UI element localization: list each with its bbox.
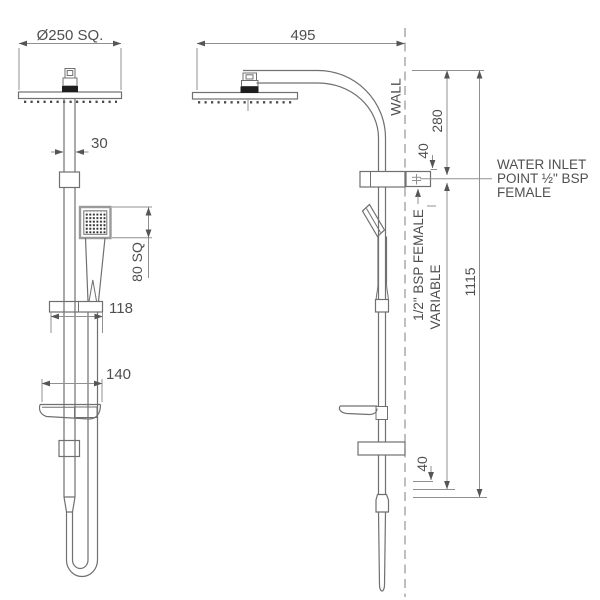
water-inlet-note: WATER INLET POINT ½" BSP FEMALE (497, 157, 589, 200)
head-connector-seal (62, 86, 78, 92)
soap-dish-side (338, 405, 388, 420)
wall-label: WALL (388, 78, 404, 116)
dim-handshower-label: 80 SQ (129, 242, 145, 282)
water-inlet-note-line2: POINT ½" BSP (497, 171, 589, 186)
soap-dish-clamp-side (375, 406, 388, 420)
hand-shower-side (361, 203, 389, 300)
hand-shower-nozzle-grid (84, 211, 106, 234)
riser-pipe-front (58, 98, 81, 513)
dim-280-label: 280 (429, 109, 445, 133)
front-view: Ø250 SQ. 30 80 SQ 118 140 (17, 27, 152, 578)
dim-bracket-width-label: 118 (109, 300, 133, 317)
front-dimensions: Ø250 SQ. 30 80 SQ 118 140 (18, 27, 152, 402)
dim-1115-label: 1115 (462, 267, 478, 296)
outlet-taper-front (63, 496, 76, 513)
inlet-thread-label: 1/2" BSP FEMALE (411, 209, 426, 321)
rain-head-side (191, 72, 299, 111)
cradle-bracket-side (374, 298, 390, 313)
side-dimensions: 495 280 40 1/2" BSP FEMALE VARIABLE 1115 (196, 27, 589, 498)
dim-pipe-width-label: 30 (91, 135, 108, 152)
pipe-bottom-tip (378, 584, 386, 592)
hose-outlet-block-front (58, 439, 81, 458)
pipe-collar-side (375, 493, 390, 513)
shower-hose-front (65, 312, 99, 578)
cradle-bracket-front (48, 300, 104, 313)
shower-arm-side (243, 69, 387, 139)
soap-dish-front (38, 403, 102, 420)
head-connector-seal-side (240, 86, 259, 93)
water-inlet-note-line1: WATER INLET (497, 157, 586, 172)
dim-arm-reach-label: 495 (290, 27, 315, 44)
water-inlet-note-line3: FEMALE (497, 185, 551, 200)
hand-shower-front (78, 205, 112, 302)
dim-head-width-label: Ø250 SQ. (37, 27, 104, 44)
side-view: WALL (191, 27, 589, 597)
riser-pipe-side (357, 138, 406, 592)
dim-soapdish-width-label: 140 (106, 366, 131, 383)
dim-40-top-label: 40 (415, 143, 431, 159)
hand-shower-handle-detail (88, 279, 98, 302)
wall-bracket-bottom (357, 441, 406, 456)
wall-bracket-top (359, 170, 406, 188)
dim-variable-label: VARIABLE (428, 264, 443, 329)
rain-head-front (17, 68, 123, 104)
dim-40-bottom-label: 40 (414, 456, 430, 472)
hand-shower-face-frame (78, 205, 112, 240)
pipe-coupler-front (58, 171, 81, 189)
